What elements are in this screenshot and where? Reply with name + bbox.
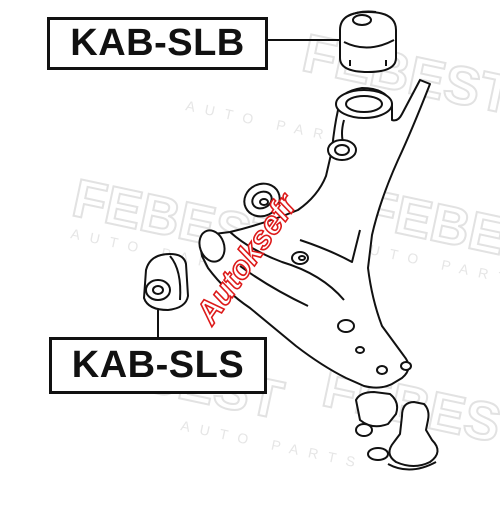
part-label-top: KAB-SLB [47, 17, 268, 70]
control-arm-drawing [198, 79, 439, 471]
part-label-bottom: KAB-SLS [49, 337, 267, 394]
watermark-brand-1: FEBEST [298, 23, 500, 126]
top-bushing-drawing [339, 10, 397, 74]
front-bushing-drawing [142, 252, 190, 312]
